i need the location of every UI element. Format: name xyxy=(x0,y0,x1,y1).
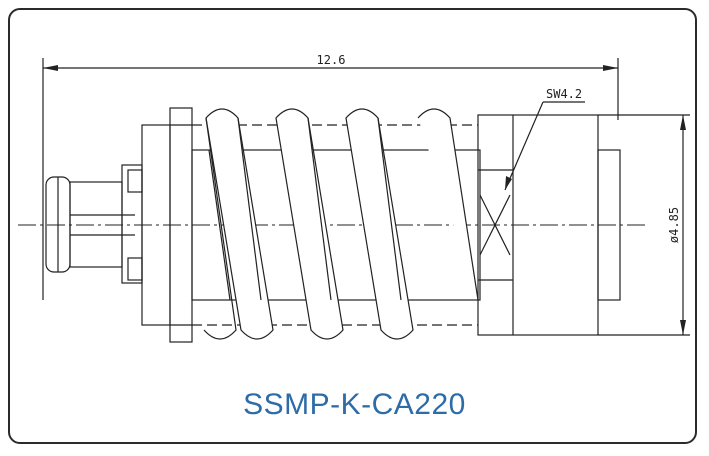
length-label: 12.6 xyxy=(317,53,346,67)
diameter-dimension: ø4.85 xyxy=(598,114,690,336)
wrench-flat-label: SW4.2 xyxy=(546,87,582,101)
wrench-flat-callout: SW4.2 xyxy=(504,87,585,191)
drawing-frame xyxy=(8,8,697,444)
ssmp-nose xyxy=(45,164,143,284)
length-dimension: 12.6 xyxy=(42,53,619,300)
diameter-label: ø4.85 xyxy=(667,207,681,243)
spring xyxy=(191,108,481,340)
part-number-caption: SSMP-K-CA220 xyxy=(243,388,466,421)
